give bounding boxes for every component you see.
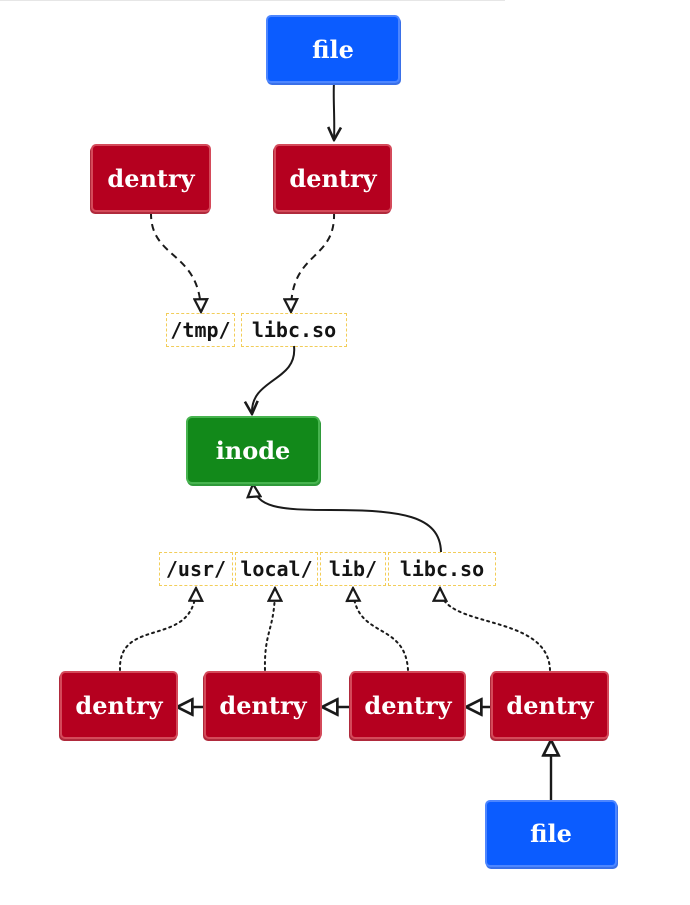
edge-dentry-libc-to-libc-segment (291, 211, 336, 312)
file-node-bottom: file (487, 802, 615, 865)
edge-dentry-local-to-local-segment (263, 588, 275, 671)
path-segment-libc-bottom: libc.so (388, 552, 496, 586)
path-segment-lib: lib/ (320, 552, 386, 586)
dentry-node-usr: dentry (62, 673, 176, 737)
dentry-node-tmp: dentry (93, 146, 209, 210)
edge-dentry-usr-to-usr-segment (118, 588, 196, 671)
dentry-node-libc-top: dentry (276, 146, 390, 210)
file-node-top: file (268, 17, 398, 81)
edge-libc-segment-to-inode (252, 345, 296, 414)
dentry-node-local: dentry (206, 673, 320, 737)
dentry-node-libc-bottom: dentry (493, 673, 607, 737)
edge-file-to-dentry-libc (334, 81, 335, 140)
path-segment-local: local/ (235, 552, 318, 586)
edge-dentry-libc-bottom-to-libc-segment (440, 588, 551, 671)
edge-dentry-lib-to-lib-segment (353, 588, 409, 671)
dentry-node-lib: dentry (352, 673, 464, 737)
path-segment-libc-top: libc.so (241, 313, 347, 347)
path-segment-usr: /usr/ (159, 552, 233, 586)
path-segment-tmp: /tmp/ (166, 313, 235, 347)
top-divider (0, 0, 505, 1)
edge-dentry-tmp-to-tmp-segment (149, 211, 201, 312)
edge-libc-bottom-to-inode (253, 484, 442, 553)
inode-node: inode (188, 418, 318, 482)
